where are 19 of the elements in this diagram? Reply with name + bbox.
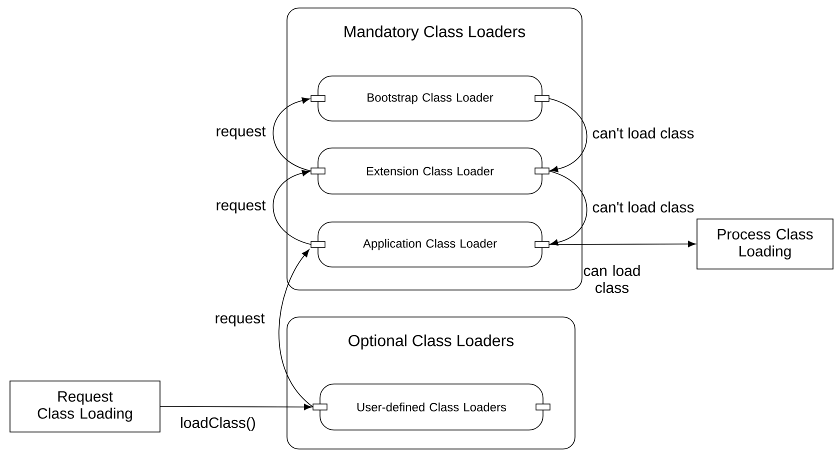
process-box: Process Class Loading: [696, 218, 834, 270]
edge-label: request: [216, 314, 265, 326]
arrow: [548, 240, 696, 248]
edge-label: loadClass(): [181, 417, 255, 431]
class-loader-box: Application Class Loader: [310, 222, 550, 268]
edge-label: can't load class: [592, 202, 694, 212]
process-box: Request Class Loading: [10, 380, 160, 432]
arrow: [160, 404, 312, 410]
arrow: [278, 249, 314, 408]
arrow: [272, 97, 312, 172]
arrow: [548, 170, 588, 246]
class-loader-box: Extension Class Loader: [310, 148, 550, 194]
edge-label: can't load class: [592, 128, 694, 138]
edge-label: can load class: [584, 265, 640, 293]
arrow: [272, 170, 312, 245]
class-loader-box: User-defined Class Loaders: [312, 384, 550, 430]
edge-label: request: [216, 126, 266, 140]
class-loader-box: Bootstrap Class Loader: [310, 76, 550, 122]
edge-label: request: [216, 200, 266, 214]
